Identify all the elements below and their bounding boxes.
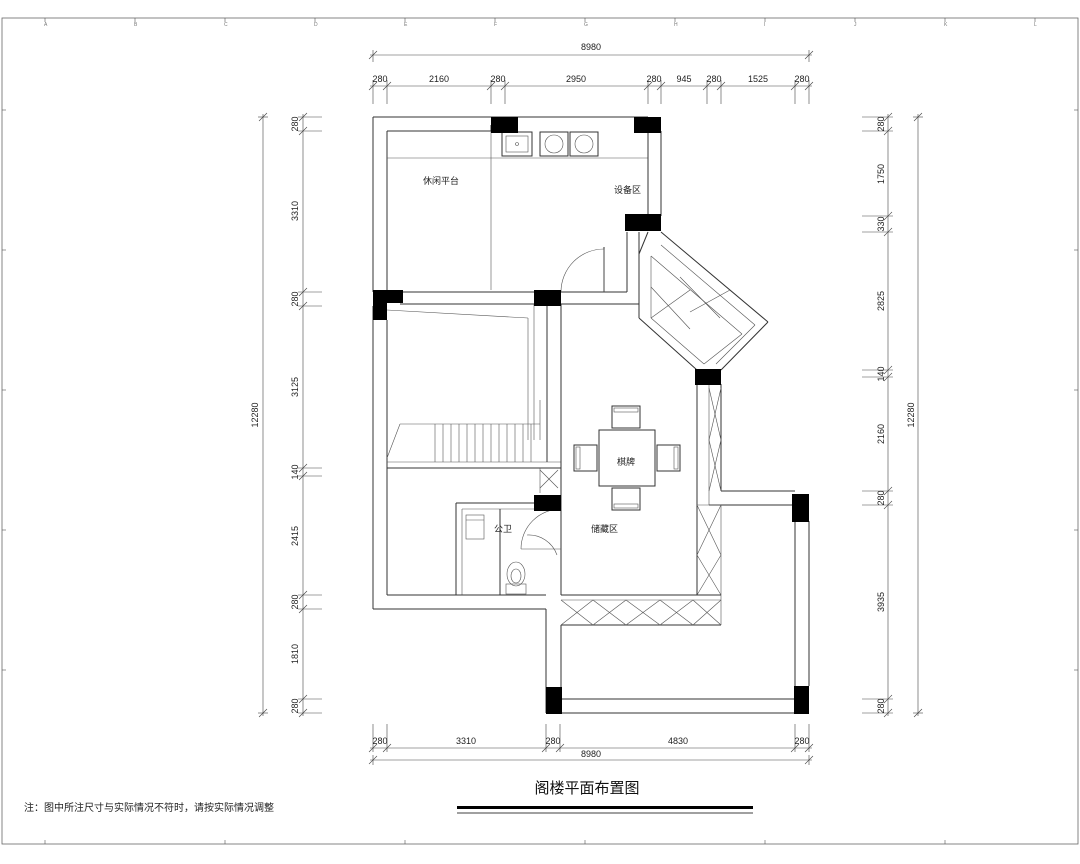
dim-right-segment: 2160: [876, 424, 886, 444]
tick-label: L: [1034, 22, 1037, 28]
dim-right-segment: 280: [876, 698, 886, 713]
tick-label: C: [224, 22, 228, 28]
shower-icon: [465, 514, 485, 540]
dim-top-segment: 280: [646, 74, 661, 84]
bottom-dimensions: 280 3310 280 4830 280 8980: [368, 724, 814, 765]
tick-label: G: [584, 22, 588, 28]
doors: [520, 248, 605, 556]
dryer-icon: [569, 131, 599, 157]
drawing-note: 注：图中所注尺寸与实际情况不符时，请按实际情况调整: [24, 801, 274, 814]
dim-bottom-overall: 8980: [581, 749, 601, 759]
dim-left-segment: 3125: [290, 377, 300, 397]
dim-left-segment: 280: [290, 698, 300, 713]
dim-left-segment: 280: [290, 116, 300, 131]
dim-top-overall: 8980: [581, 42, 601, 52]
tick-label: A: [44, 22, 48, 28]
dim-right-segment: 140: [876, 366, 886, 381]
room-label-equipment: 设备区: [614, 184, 641, 196]
toilet-icon: [505, 583, 527, 595]
tick-label: D: [314, 22, 318, 28]
dim-right-segment: 2825: [876, 291, 886, 311]
dim-top-segment: 280: [490, 74, 505, 84]
tick-label: E: [404, 22, 408, 28]
dim-bottom-segment: 280: [372, 736, 387, 746]
top-dimensions: 8980 280 2160 280 2950 280 945 280 1525 …: [368, 42, 814, 104]
dim-top-segment: 1525: [748, 74, 768, 84]
dim-right-segment: 3935: [876, 592, 886, 612]
dim-left-segment: 3310: [290, 201, 300, 221]
dim-top-segment: 280: [794, 74, 809, 84]
fixtures: [465, 131, 599, 595]
dim-top-segment: 2160: [429, 74, 449, 84]
frame-ticks: A B C D E F G H I J K L: [2, 18, 1078, 844]
title-underline: [457, 806, 753, 809]
table-top: [598, 429, 656, 487]
dim-right-overall: 12280: [906, 402, 916, 427]
chair-bottom: [611, 487, 641, 511]
drawing-title: 阁楼平面布置图: [534, 779, 639, 797]
right-dimensions: 280 1750 330 2825 140 2160 280 3935 280 …: [862, 112, 923, 718]
dim-right-segment: 330: [876, 216, 886, 231]
chess-table: [573, 405, 681, 511]
left-dimensions: 12280 280 3310 280 3125 140 2415 280 181…: [250, 112, 322, 718]
structural-columns: [373, 117, 809, 714]
dim-top-segment: 280: [372, 74, 387, 84]
dim-right-segment: 280: [876, 490, 886, 505]
tick-label: J: [854, 22, 857, 28]
sink-icon: [501, 131, 533, 157]
sheet-frame: [1, 17, 1079, 845]
tick-label: B: [134, 22, 138, 28]
dim-right-segment: 1750: [876, 164, 886, 184]
chair-right: [656, 444, 681, 472]
dim-left-segment: 2415: [290, 526, 300, 546]
dim-top-segment: 945: [676, 74, 691, 84]
dim-left-segment: 280: [290, 291, 300, 306]
room-label-leisure: 休闲平台: [423, 175, 459, 187]
dim-bottom-segment: 3310: [456, 736, 476, 746]
walls: [372, 116, 810, 714]
dim-right-segment: 280: [876, 116, 886, 131]
dim-top-segment: 280: [706, 74, 721, 84]
dim-bottom-segment: 4830: [668, 736, 688, 746]
dim-left-overall: 12280: [250, 402, 260, 427]
chair-left: [573, 444, 598, 472]
chair-top: [611, 405, 641, 429]
dim-bottom-segment: 280: [794, 736, 809, 746]
dim-top-segment: 2950: [566, 74, 586, 84]
dim-left-segment: 280: [290, 594, 300, 609]
room-label-storage: 储藏区: [591, 523, 618, 535]
dim-bottom-segment: 280: [545, 736, 560, 746]
dim-left-segment: 1810: [290, 644, 300, 664]
tick-label: F: [494, 22, 497, 28]
washer-icon: [539, 131, 569, 157]
tick-label: H: [674, 22, 678, 28]
tick-label: I: [764, 22, 765, 28]
room-label-chess: 棋牌: [617, 456, 635, 468]
room-label-toilet: 公卫: [494, 524, 512, 535]
tick-label: K: [944, 22, 948, 28]
dim-left-segment: 140: [290, 464, 300, 479]
